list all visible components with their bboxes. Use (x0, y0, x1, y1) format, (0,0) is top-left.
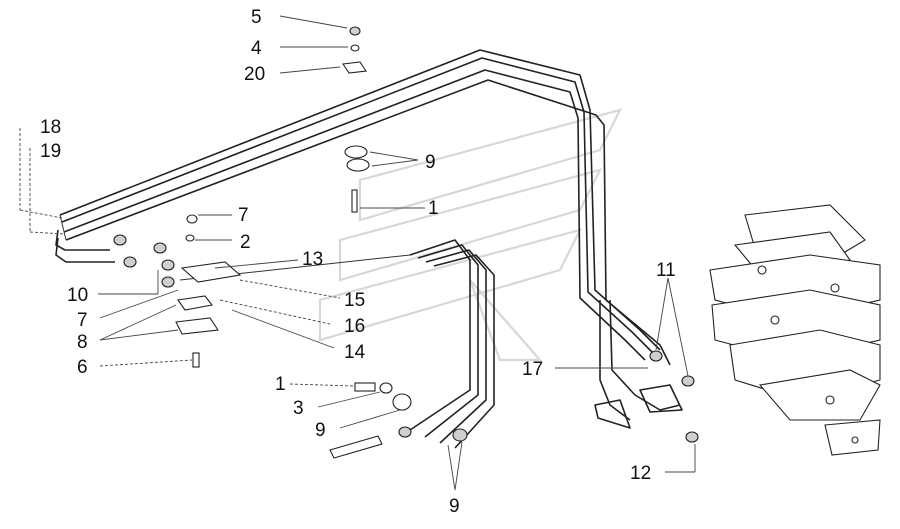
callout-1-lower: 1 (275, 374, 286, 395)
callout-14: 14 (344, 342, 366, 363)
callout-3: 3 (293, 398, 304, 419)
callout-2: 2 (240, 232, 251, 253)
callout-9-upper: 9 (425, 152, 436, 173)
pin-part-6 (192, 352, 200, 368)
callout-13: 13 (302, 249, 323, 270)
callout-9-middle: 9 (315, 420, 326, 441)
callout-18: 18 (40, 117, 61, 138)
clamp-part-9a (344, 145, 368, 159)
bolt-part-1 (351, 189, 358, 213)
callout-5: 5 (251, 7, 262, 28)
callout-12: 12 (630, 463, 651, 484)
washer-part-3 (379, 382, 393, 394)
nut-part-5 (349, 26, 361, 36)
washer-part-4 (350, 44, 360, 52)
callout-labels: 5 4 20 18 19 9 7 1 2 13 10 15 7 16 8 14 … (40, 7, 676, 517)
watermark-logo (318, 108, 623, 362)
plate-part-20 (342, 61, 367, 74)
washer-part-2 (185, 234, 195, 242)
nut-part-7 (186, 214, 198, 224)
callout-1-upper: 1 (428, 198, 439, 219)
callout-17: 17 (522, 359, 543, 380)
bolt-part-1b (354, 382, 376, 392)
callout-20: 20 (244, 64, 265, 85)
sensor-fitting (329, 435, 383, 459)
callout-15: 15 (344, 290, 365, 311)
clamp-part-9c (392, 393, 412, 411)
callout-8: 8 (77, 332, 88, 353)
callout-19: 19 (40, 141, 61, 162)
leader-lines (19, 15, 696, 491)
callout-16: 16 (344, 316, 365, 337)
bracket-part-8b (175, 317, 219, 335)
callout-6: 6 (77, 357, 88, 378)
callout-11: 11 (656, 260, 676, 281)
fitting-part-11a (649, 350, 663, 362)
upper-pipe-assembly (55, 49, 683, 429)
callout-4: 4 (251, 38, 262, 59)
control-valve-block (709, 204, 881, 456)
hardware-parts (113, 26, 699, 459)
fitting-part-11b (681, 375, 695, 387)
callout-10: 10 (67, 285, 88, 306)
fitting-part-12 (685, 431, 699, 443)
callout-9-lower: 9 (449, 496, 460, 517)
bracket-part-8a (177, 295, 213, 311)
clamp-part-9b (346, 158, 370, 172)
callout-7-lower: 7 (77, 310, 88, 331)
lower-pipe-assembly (179, 239, 495, 449)
callout-7-upper: 7 (238, 205, 249, 226)
